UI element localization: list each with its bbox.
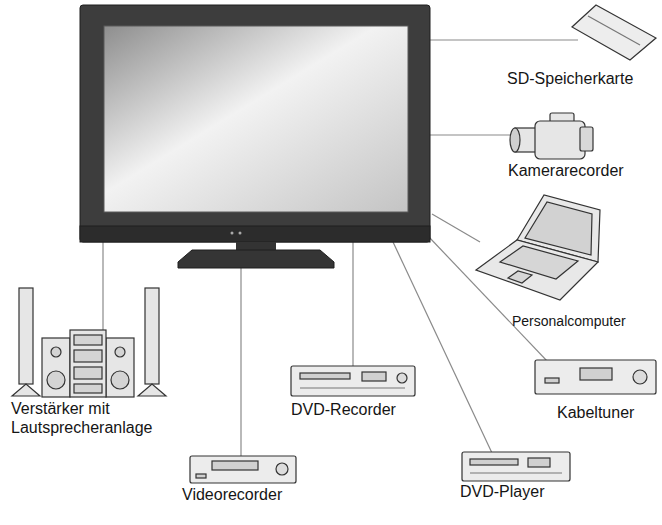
leader-line xyxy=(430,39,578,40)
tv-set xyxy=(80,5,430,268)
device-label-box: Verstärker mit Lautsprecheranlage xyxy=(11,399,206,437)
speaker-column xyxy=(145,288,159,384)
camcorder-lens xyxy=(510,128,520,152)
tv-screen xyxy=(104,26,408,212)
amp-deck xyxy=(74,384,102,393)
dvd-recorder-knob xyxy=(397,373,407,383)
stereo-system xyxy=(12,288,166,397)
dvd-player xyxy=(462,452,570,481)
camcorder-body xyxy=(535,121,585,159)
speaker-foot xyxy=(12,384,40,396)
device-label: DVD-Recorder xyxy=(291,400,441,419)
leader-line xyxy=(393,242,492,453)
laptop xyxy=(476,195,600,300)
device-label-box: Kamerarecorder xyxy=(508,161,662,180)
device-label-box: DVD-Player xyxy=(460,482,590,501)
leader-line xyxy=(102,242,103,332)
device-label: Kamerarecorder xyxy=(508,161,662,180)
device-label-box: DVD-Recorder xyxy=(291,400,441,419)
cable-tuner xyxy=(535,360,656,394)
dvd-player-line xyxy=(470,472,562,473)
amp-tweeter xyxy=(51,347,61,357)
amp-side-box xyxy=(106,338,134,397)
amp-speaker-cone xyxy=(47,371,65,389)
sd-card-edge xyxy=(588,16,640,45)
camcorder-display xyxy=(580,127,593,151)
dvd-recorder-display xyxy=(362,372,386,381)
speaker-column xyxy=(19,288,33,384)
amp-side-box xyxy=(42,338,70,397)
device-label: Personalcomputer xyxy=(512,313,662,330)
vcr-knob xyxy=(276,463,288,475)
sd-card-body xyxy=(572,5,656,60)
amp-deck xyxy=(74,335,102,345)
laptop-touchpad xyxy=(508,271,532,283)
dvd-player-body xyxy=(462,452,570,481)
leader-line xyxy=(352,242,353,367)
tuner-display xyxy=(580,368,612,380)
dvd-recorder-line xyxy=(300,387,405,388)
amp-deck xyxy=(74,367,102,379)
vcr-body xyxy=(190,456,296,483)
device-label: SD-Speicherkarte xyxy=(507,69,662,88)
speaker-foot xyxy=(138,384,166,396)
device-label: Videorecorder xyxy=(182,485,332,504)
laptop-keyboard xyxy=(500,246,578,279)
amp-tweeter xyxy=(115,347,125,357)
device-label-box: Videorecorder xyxy=(182,485,332,504)
tuner-dial xyxy=(633,370,647,384)
dvd-recorder-tray xyxy=(300,373,350,379)
dvd-recorder-body xyxy=(291,366,415,396)
amp-speaker-cone xyxy=(111,371,129,389)
tv-bezel xyxy=(80,226,430,242)
vcr-slot xyxy=(212,461,258,470)
dvd-recorder xyxy=(291,366,415,396)
tv-led xyxy=(231,232,234,235)
laptop-base xyxy=(476,240,598,300)
tv-frame xyxy=(80,5,430,242)
sd-card xyxy=(572,5,656,60)
tuner-body xyxy=(535,360,656,394)
amp-deck xyxy=(74,350,102,362)
device-label-box: Personalcomputer xyxy=(512,313,662,330)
leader-line xyxy=(240,268,241,457)
tv-stand xyxy=(178,250,334,268)
tv-led xyxy=(239,232,242,235)
device-label-box: SD-Speicherkarte xyxy=(507,69,662,88)
device-label: Verstärker mit Lautsprecheranlage xyxy=(11,399,206,437)
camcorder xyxy=(510,113,593,159)
device-label-box: Kabeltuner xyxy=(557,403,662,422)
vcr-button xyxy=(196,474,206,478)
videorecorder xyxy=(190,456,296,483)
device-label: Kabeltuner xyxy=(557,403,662,422)
leader-line xyxy=(432,214,480,242)
amp-center-unit xyxy=(70,330,106,397)
tuner-button xyxy=(545,378,559,383)
dvd-player-display xyxy=(528,458,550,467)
dvd-player-tray xyxy=(470,459,518,465)
device-label: DVD-Player xyxy=(460,482,590,501)
leader-line xyxy=(430,134,512,135)
